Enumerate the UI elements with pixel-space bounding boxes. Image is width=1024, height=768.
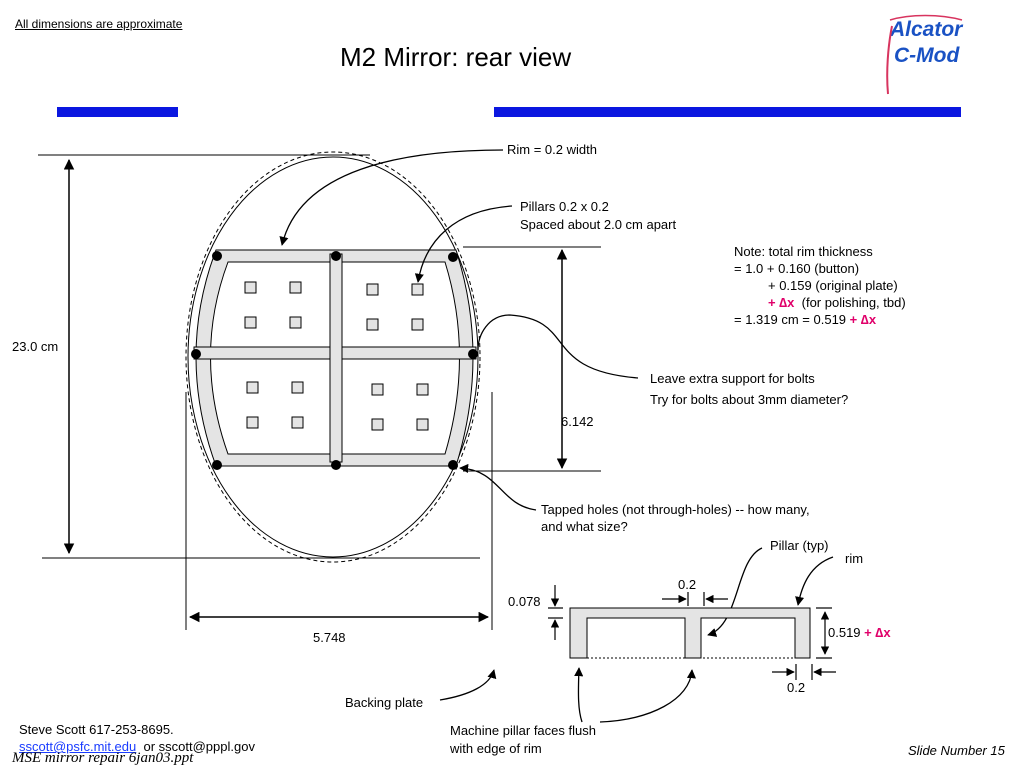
pillar: [289, 281, 302, 294]
cross-bar-fill: [331, 348, 341, 358]
pillars-callout-line2: Spaced about 2.0 cm apart: [520, 217, 677, 232]
note-line3: + 0.159 (original plate): [768, 278, 898, 293]
pillar: [371, 418, 384, 431]
height-label: 23.0 cm: [12, 339, 59, 354]
pillar: [244, 281, 257, 294]
email-link[interactable]: sscott@psfc.mit.edu: [19, 739, 137, 754]
rim-callout: Rim = 0.2 width: [507, 142, 597, 157]
slide-number: Slide Number 15: [908, 743, 1005, 758]
rim-section-label: rim: [845, 551, 864, 566]
bolt-hole: [212, 251, 222, 261]
disclaimer: All dimensions are approximate: [15, 17, 183, 31]
file-name: MSE mirror repair 6jan03.ppt: [12, 750, 194, 766]
note-line4: + ∆x (for polishing, tbd): [768, 295, 906, 311]
logo-line-1: Alcator: [890, 18, 963, 41]
width-label: 5.748: [313, 630, 346, 645]
delta-x-red: + ∆x: [849, 312, 877, 327]
mirror-outline-dashed: [185, 151, 481, 563]
page-title: M2 Mirror: rear view: [340, 42, 572, 72]
support-leader: [477, 314, 639, 379]
machine-leader-1: [574, 667, 584, 723]
mirror-outline: [187, 156, 479, 558]
tapped-callout-line1: Tapped holes (not through-holes) -- how …: [541, 502, 810, 517]
pillar: [411, 283, 424, 296]
cross-section: [569, 607, 811, 659]
title-bar-left: [57, 107, 178, 117]
email-alt: or sscott@pppl.gov: [136, 739, 255, 754]
dim-right-value: 0.519: [828, 625, 861, 640]
pillar: [371, 383, 384, 396]
dim-bottom-label: 0.2: [787, 680, 806, 695]
pillar: [246, 381, 259, 394]
bolt-hole: [448, 252, 458, 262]
pillars: [244, 281, 429, 431]
pillar: [366, 318, 379, 331]
rim-leader: [279, 149, 504, 246]
pillar: [291, 381, 304, 394]
support-callout-line1: Leave extra support for bolts: [650, 371, 815, 386]
pillar: [366, 283, 379, 296]
machine-callout-line1: Machine pillar faces flush: [450, 723, 596, 738]
bolt-hole: [448, 460, 458, 470]
pillar: [411, 318, 424, 331]
pillar: [246, 416, 259, 429]
pillar-typ-leader: [707, 547, 763, 637]
author-line: Steve Scott 617-253-8695.: [19, 722, 174, 737]
backing-leader: [439, 669, 497, 701]
pillars-callout-line1: Pillars 0.2 x 0.2: [520, 199, 609, 214]
dim-right-label: 0.519 + ∆x: [828, 625, 891, 641]
note-line1: Note: total rim thickness: [734, 244, 873, 259]
note-line4-text: (for polishing, tbd): [801, 295, 906, 310]
pillars-leader: [414, 205, 513, 283]
bolt-hole: [331, 251, 341, 261]
delta-x-red: + ∆x: [768, 295, 795, 310]
bolt-hole: [331, 460, 341, 470]
machine-callout-line2: with edge of rim: [450, 741, 542, 756]
bolt-hole: [212, 460, 222, 470]
pillar: [416, 383, 429, 396]
delta-x-red: + ∆x: [864, 625, 891, 640]
note-line5: = 1.319 cm = 0.519 + ∆x: [734, 312, 876, 328]
alcator-logo: Alcator C-Mod: [880, 12, 990, 98]
title-bar-right: [494, 107, 961, 117]
pillar-typ-label: Pillar (typ): [770, 538, 829, 553]
bolt-hole: [191, 349, 201, 359]
tapped-callout-line2: and what size?: [541, 519, 628, 534]
dim-top-label: 0.2: [678, 577, 697, 592]
logo-swoosh-icon: [886, 14, 963, 95]
email-line: sscott@psfc.mit.edu or sscott@pppl.gov: [19, 739, 255, 755]
note-line5-text: = 1.319 cm = 0.519: [734, 312, 847, 327]
tapped-leader: [459, 463, 537, 511]
note-line2: = 1.0 + 0.160 (button): [734, 261, 860, 276]
pillar: [291, 416, 304, 429]
inner-height-label: 6.142: [561, 414, 594, 429]
pillar: [416, 418, 429, 431]
pillar: [244, 316, 257, 329]
support-callout-line2: Try for bolts about 3mm diameter?: [650, 392, 849, 407]
rim-section-leader: [795, 556, 834, 606]
dim-left-label: 0.078: [508, 594, 541, 609]
backing-plate-label: Backing plate: [345, 695, 424, 710]
pillar: [289, 316, 302, 329]
bolt-holes: [191, 251, 478, 470]
bolt-hole: [468, 349, 478, 359]
logo-line-2: C-Mod: [894, 44, 960, 67]
machine-leader-2: [599, 669, 696, 723]
